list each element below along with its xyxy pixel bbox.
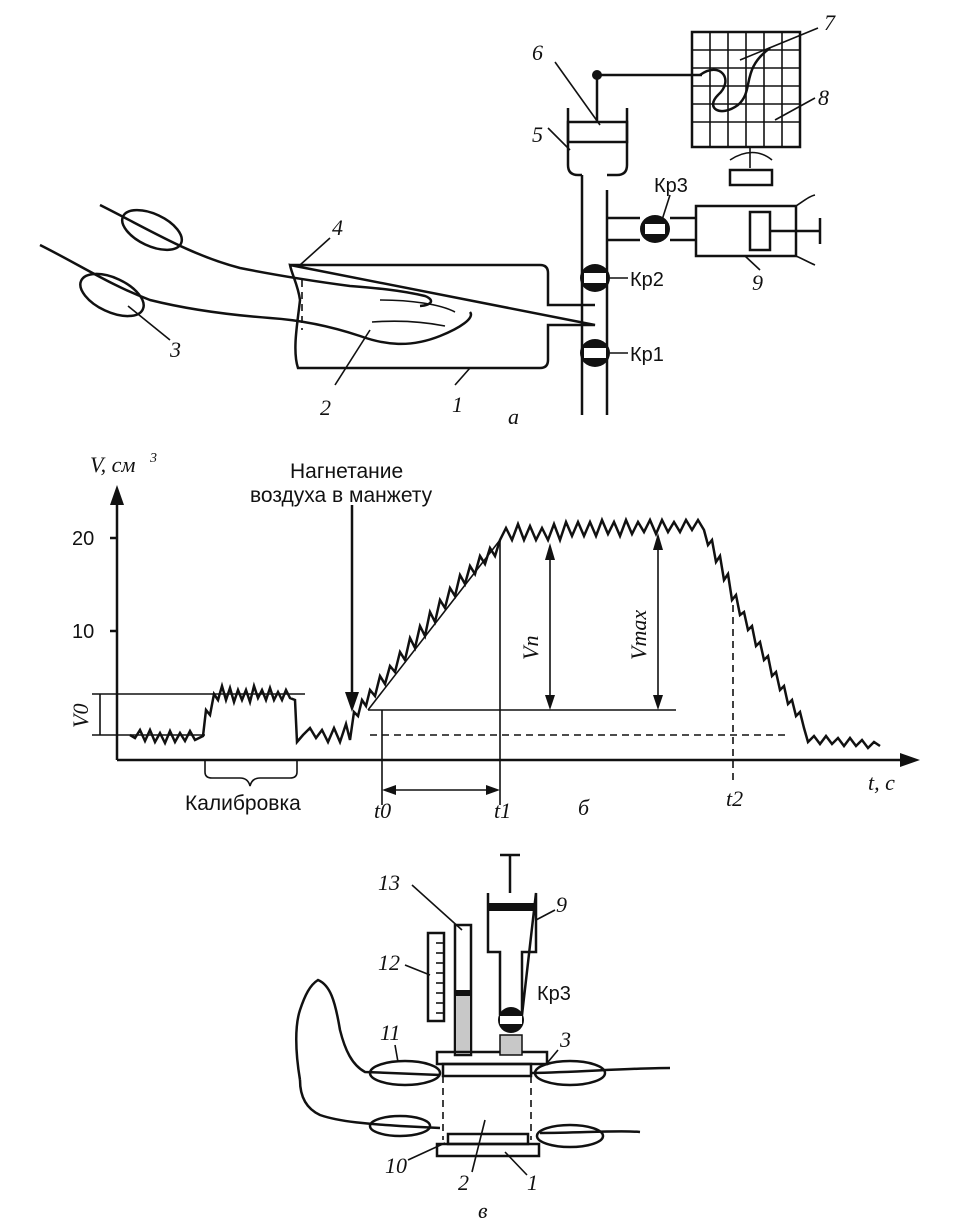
panel-b: 20 10 V, см 3 t, с V0 Vп Vmax [68,451,920,823]
spirometer-bell [566,120,629,144]
scale-12 [426,931,446,1023]
y-tick-20: 20 [72,528,94,550]
y-axis-exp: 3 [149,451,157,466]
v0-label: V0 [68,704,93,728]
label-13: 13 [378,870,400,895]
valve-kr1[interactable] [580,339,610,367]
cuff-11 [368,1059,442,1087]
caption-a: а [508,404,519,429]
caption-b: б [578,795,590,820]
annotation-line1: Нагнетание [290,460,403,483]
label-5: 5 [532,122,543,147]
label-9-c: 9 [556,892,567,917]
label-8: 8 [818,85,829,110]
label-10: 10 [385,1153,407,1178]
signal-trace [129,516,881,750]
label-1: 1 [452,392,463,417]
label-1-c: 1 [527,1170,538,1195]
valve-kr3[interactable] [640,215,670,243]
y-axis-label: V, см [90,452,135,477]
tube-13 [453,923,473,1057]
label-3: 3 [169,337,181,362]
calibration-label: Калибровка [185,792,301,815]
t1-label: t1 [494,798,511,823]
foot [295,978,441,1081]
valve-kr2[interactable] [580,264,610,292]
annotation-line2: воздуха в манжету [250,484,433,507]
vn-label: Vп [518,636,543,660]
t0-label: t0 [374,798,391,823]
cuff-upper [120,208,184,252]
x-axis-label: t, с [868,770,895,795]
vessel-1 [288,263,596,370]
panel-a: 3 4 2 1 5 6 7 8 9 Кр3 Кр2 Кр1 а [39,10,836,429]
y-axis-arrow [110,485,124,505]
pivot-dot [592,70,602,80]
valve-kr3-c[interactable] [498,1007,524,1033]
syringe-9-c [486,892,538,1016]
label-12: 12 [378,950,400,975]
y-tick-10: 10 [72,621,94,643]
panel-c: 13 12 9 Кр3 11 3 10 2 1 в [295,853,671,1223]
label-6: 6 [532,40,543,65]
label-7: 7 [824,10,836,35]
label-11: 11 [380,1020,400,1045]
label-kr1: Кр1 [630,344,664,366]
caption-c: в [478,1198,488,1223]
vmax-label: Vmax [626,610,651,660]
x-axis-arrow [900,753,920,767]
label-4: 4 [332,215,343,240]
label-2-c: 2 [458,1170,469,1195]
t2-label: t2 [726,786,743,811]
label-3-c: 3 [559,1027,571,1052]
cuff-3 [79,272,145,318]
label-kr3: Кр3 [654,175,688,197]
label-9: 9 [752,270,763,295]
cuff-3-c [533,1059,607,1087]
trace-7 [699,46,771,113]
label-kr2: Кр2 [630,269,664,291]
label-2: 2 [320,395,331,420]
label-kr3-c: Кр3 [537,983,571,1005]
